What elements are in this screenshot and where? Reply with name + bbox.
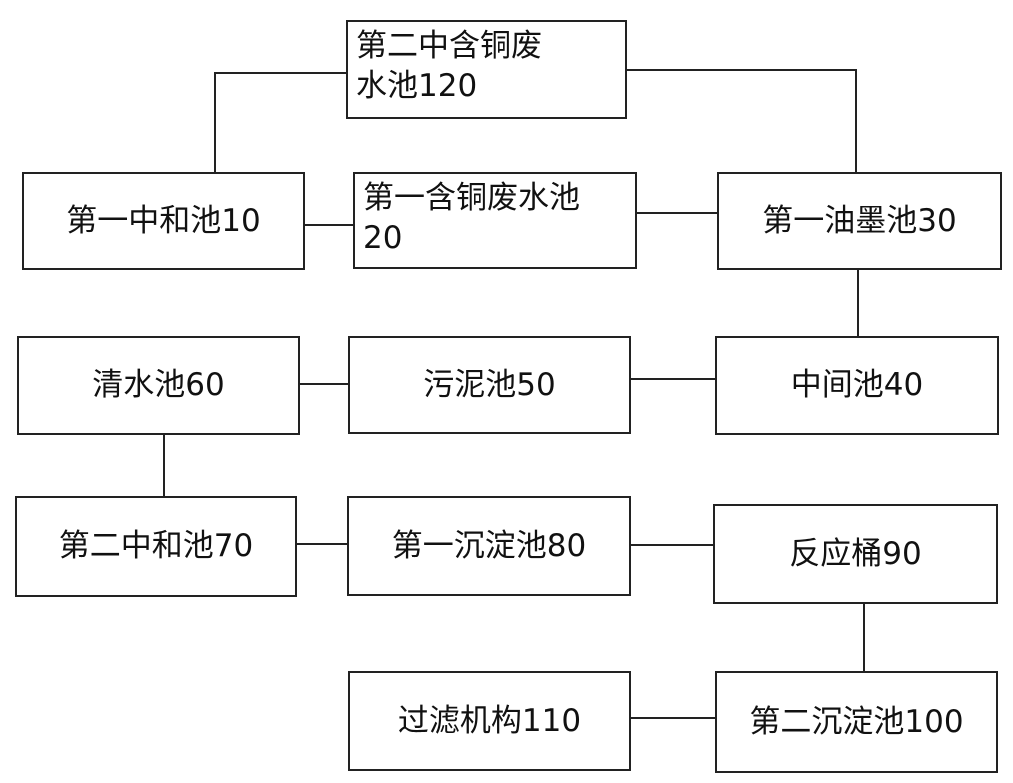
node-pool-10-label: 第一中和池10 (66, 202, 261, 239)
node-pool-80-label: 第一沉淀池80 (391, 527, 587, 564)
node-pool-100-label: 第二沉淀池100 (749, 703, 964, 740)
node-pool-60: 清水池60 (17, 336, 300, 435)
connector-120-30 (627, 69, 857, 172)
node-pool-70-label: 第二中和池70 (58, 528, 254, 565)
connector-10-120 (214, 72, 346, 172)
node-pool-30: 第一油墨池30 (717, 172, 1002, 270)
node-pool-120-line2: 水池120 (356, 68, 478, 105)
node-pool-30-label: 第一油墨池30 (762, 202, 957, 239)
node-pool-60-label: 清水池60 (92, 367, 225, 404)
node-pool-10: 第一中和池10 (22, 172, 305, 270)
node-pool-100: 第二沉淀池100 (715, 671, 998, 773)
node-pool-20: 第一含铜废水池 20 (353, 172, 637, 269)
node-pool-120: 第二中含铜废 水池120 (346, 20, 627, 119)
node-pool-50: 污泥池50 (348, 336, 631, 434)
node-pool-50-label: 污泥池50 (423, 366, 556, 403)
node-pool-40-label: 中间池40 (790, 367, 924, 404)
node-pool-40: 中间池40 (715, 336, 999, 435)
node-filter-110-label: 过滤机构110 (397, 702, 582, 739)
node-pool-20-line1: 第一含铜废水池 (363, 180, 580, 216)
node-pool-120-line1: 第二中含铜废 (356, 28, 542, 64)
node-pool-80: 第一沉淀池80 (347, 496, 631, 596)
node-pool-70: 第二中和池70 (15, 496, 297, 597)
node-filter-110: 过滤机构110 (348, 671, 631, 771)
node-pool-20-line2: 20 (363, 220, 403, 257)
node-tank-90-label: 反应桶90 (789, 535, 922, 572)
node-tank-90: 反应桶90 (713, 504, 998, 604)
